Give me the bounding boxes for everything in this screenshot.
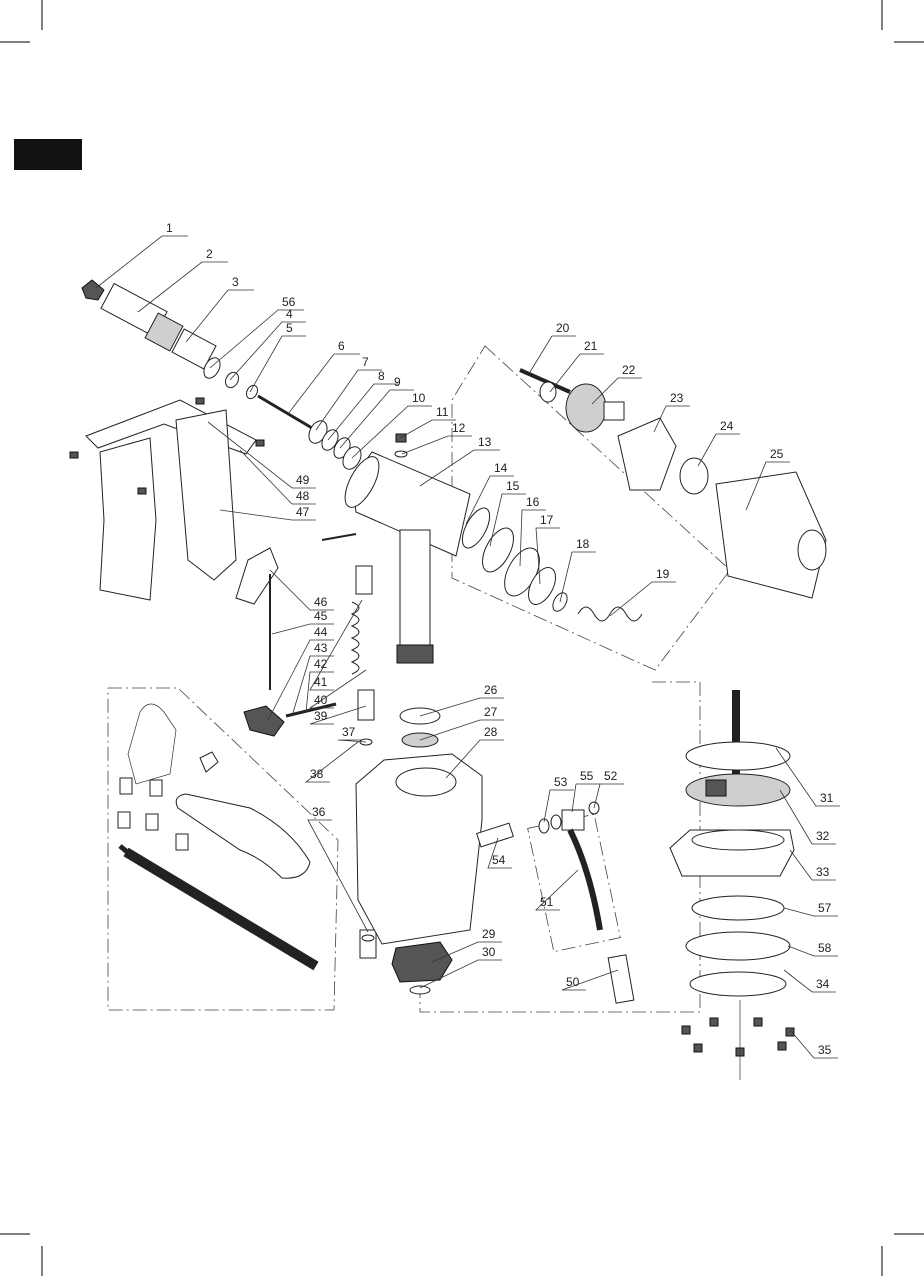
callout-number-26: 26 [484, 683, 498, 697]
callout-number-43: 43 [314, 641, 328, 655]
callout-number-13: 13 [478, 435, 492, 449]
callout-number-32: 32 [816, 829, 830, 843]
callout-number-20: 20 [556, 321, 570, 335]
callout-number-25: 25 [770, 447, 784, 461]
callout-number-4: 4 [286, 307, 293, 321]
callout-number-12: 12 [452, 421, 466, 435]
callout-number-46: 46 [314, 595, 328, 609]
callout-leader-24 [698, 434, 740, 466]
callout-number-52: 52 [604, 769, 618, 783]
callout-number-49: 49 [296, 473, 310, 487]
callout-number-16: 16 [526, 495, 540, 509]
callout-leader-19 [610, 582, 676, 616]
callout-number-57: 57 [818, 901, 832, 915]
callout-number-5: 5 [286, 321, 293, 335]
callout-number-9: 9 [394, 375, 401, 389]
callout-number-18: 18 [576, 537, 590, 551]
base-cover-assembly [670, 690, 794, 1080]
callout-number-24: 24 [720, 419, 734, 433]
callout-leader-12 [402, 436, 472, 454]
callout-leader-20 [530, 336, 576, 372]
callout-number-19: 19 [656, 567, 670, 581]
callout-number-14: 14 [494, 461, 508, 475]
callout-number-33: 33 [816, 865, 830, 879]
callout-number-48: 48 [296, 489, 310, 503]
callout-leader-1 [96, 236, 188, 288]
callout-leader-4 [230, 322, 306, 380]
callout-number-35: 35 [818, 1043, 832, 1057]
callout-number-51: 51 [540, 895, 554, 909]
callout-number-45: 45 [314, 609, 328, 623]
callout-number-23: 23 [670, 391, 684, 405]
callout-number-22: 22 [622, 363, 636, 377]
callout-number-8: 8 [378, 369, 385, 383]
callout-number-54: 54 [492, 853, 506, 867]
callout-number-37: 37 [342, 725, 356, 739]
callout-number-29: 29 [482, 927, 496, 941]
callout-number-10: 10 [412, 391, 426, 405]
callout-number-58: 58 [818, 941, 832, 955]
callout-number-36: 36 [312, 805, 326, 819]
callout-number-28: 28 [484, 725, 498, 739]
callout-number-15: 15 [506, 479, 520, 493]
callout-number-42: 42 [314, 657, 328, 671]
callout-leader-11 [400, 420, 456, 438]
callout-leader-6 [288, 354, 360, 414]
callout-number-53: 53 [554, 775, 568, 789]
callout-number-7: 7 [362, 355, 369, 369]
callout-leader-5 [250, 336, 306, 392]
callout-number-39: 39 [314, 709, 328, 723]
callout-number-50: 50 [566, 975, 580, 989]
callout-leader-7 [316, 370, 382, 430]
accessory-kit [118, 704, 316, 966]
callout-number-38: 38 [310, 767, 324, 781]
callout-number-17: 17 [540, 513, 554, 527]
callout-number-21: 21 [584, 339, 598, 353]
callout-number-1: 1 [166, 221, 173, 235]
callout-number-3: 3 [232, 275, 239, 289]
callout-number-11: 11 [436, 405, 449, 419]
callout-number-27: 27 [484, 705, 498, 719]
callout-leader-3 [186, 290, 254, 342]
callout-number-34: 34 [816, 977, 830, 991]
callout-number-2: 2 [206, 247, 213, 261]
callout-number-47: 47 [296, 505, 310, 519]
callout-leader-10 [352, 406, 432, 458]
callout-number-55: 55 [580, 769, 594, 783]
callout-number-30: 30 [482, 945, 496, 959]
callout-number-31: 31 [820, 791, 834, 805]
callout-number-40: 40 [314, 693, 328, 707]
callout-number-6: 6 [338, 339, 345, 353]
callout-number-41: 41 [314, 675, 328, 689]
callout-number-44: 44 [314, 625, 328, 639]
